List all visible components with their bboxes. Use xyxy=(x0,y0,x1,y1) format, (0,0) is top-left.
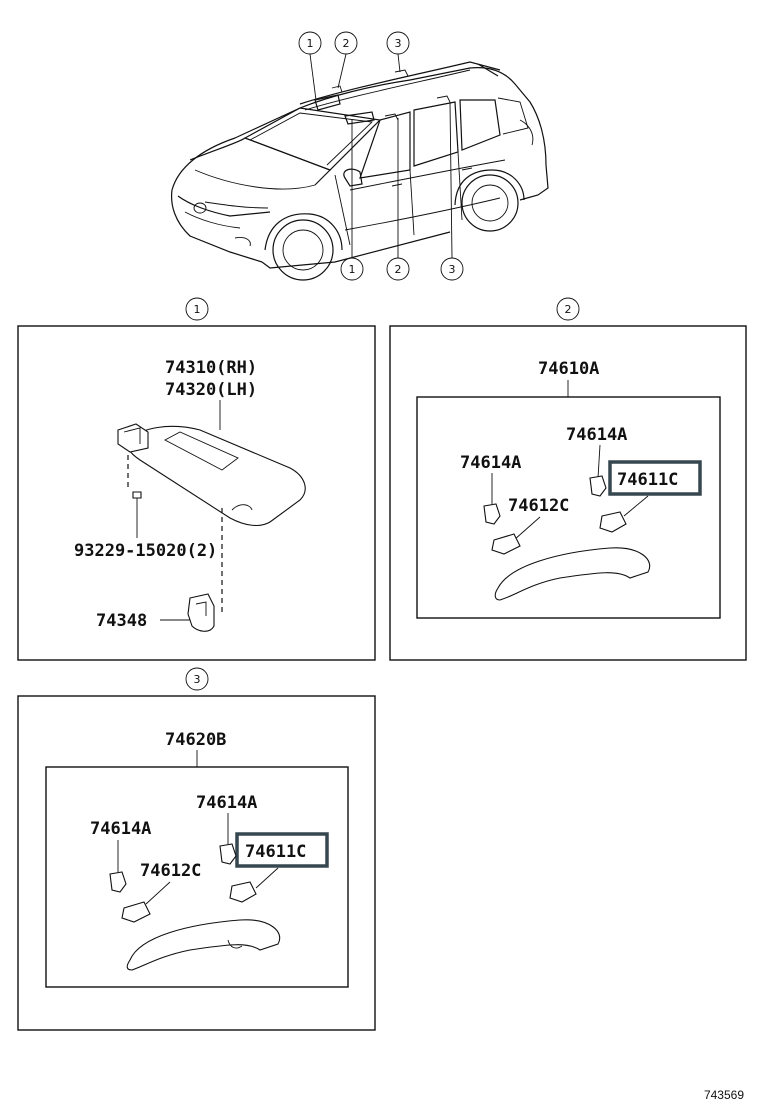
svg-text:3: 3 xyxy=(395,37,402,50)
section-3-inner-frame xyxy=(45,766,349,988)
label-visor-rh: 74310(RH) xyxy=(165,358,257,378)
svg-text:1: 1 xyxy=(349,263,356,276)
visor-holder-drawing xyxy=(187,593,215,632)
label-cover-front: 74612C xyxy=(508,496,569,516)
vehicle-callout-2-top: 2 xyxy=(334,31,358,55)
sun-visor-drawing xyxy=(117,423,306,527)
svg-text:2: 2 xyxy=(343,37,350,50)
label-clip-front-left: 74614A xyxy=(460,453,521,473)
vehicle-callout-1-bottom: 1 xyxy=(340,257,364,281)
vehicle-callout-leaders xyxy=(309,53,453,259)
label-visor-holder: 74348 xyxy=(96,611,147,631)
label-clip-rear-right: 74614A xyxy=(196,793,257,813)
label-visor-lh: 74320(LH) xyxy=(165,380,257,400)
svg-text:1: 1 xyxy=(307,37,314,50)
section-1-frame xyxy=(17,325,376,661)
section-2-frame xyxy=(389,325,747,661)
screw-drawing xyxy=(132,491,142,512)
label-screw: 93229-15020(2) xyxy=(74,541,217,561)
section-2-inner-frame xyxy=(416,396,721,619)
label-assist-grip-assembly-rear: 74620B xyxy=(165,730,226,750)
svg-text:2: 2 xyxy=(395,263,402,276)
section-2-callout: 2 xyxy=(556,297,580,321)
label-cover-front-highlighted: 74611C xyxy=(617,470,678,490)
vehicle-callout-2-bottom: 2 xyxy=(386,257,410,281)
section-1-callout: 1 xyxy=(185,297,209,321)
highlight-box-front xyxy=(608,460,702,496)
highlight-box-rear xyxy=(235,832,329,868)
label-clip-front-right: 74614A xyxy=(566,425,627,445)
section-3-frame xyxy=(17,695,376,1031)
label-clip-rear-left: 74614A xyxy=(90,819,151,839)
assist-grip-front-drawing xyxy=(483,475,651,601)
vehicle-callout-1-top: 1 xyxy=(298,31,322,55)
svg-text:3: 3 xyxy=(449,263,456,276)
svg-text:3: 3 xyxy=(194,673,201,686)
assist-grip-rear-drawing xyxy=(109,843,281,971)
label-assist-grip-assembly-front: 74610A xyxy=(538,359,599,379)
svg-text:1: 1 xyxy=(194,303,201,316)
vehicle-callout-3-bottom: 3 xyxy=(440,257,464,281)
vehicle-callout-3-top: 3 xyxy=(386,31,410,55)
diagram-code: 743569 xyxy=(704,1088,744,1102)
svg-text:2: 2 xyxy=(565,303,572,316)
label-cover-rear-highlighted: 74611C xyxy=(245,842,306,862)
label-cover-rear: 74612C xyxy=(140,861,201,881)
vehicle-illustration xyxy=(170,61,549,281)
section-3-callout: 3 xyxy=(185,667,209,691)
